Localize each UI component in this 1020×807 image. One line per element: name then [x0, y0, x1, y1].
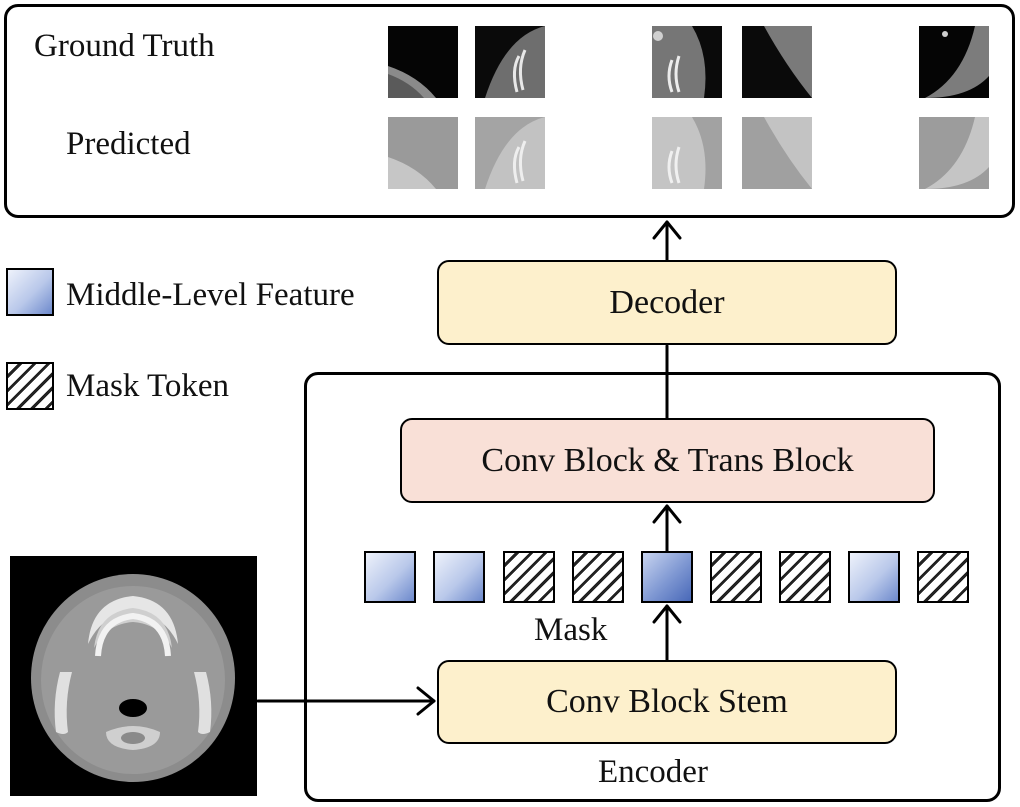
ground-truth-patch-1: [388, 26, 458, 98]
mask-token-9: [917, 551, 969, 603]
conv-trans-label: Conv Block & Trans Block: [481, 441, 854, 479]
reconstruction-panel: [4, 4, 1015, 218]
arrowhead-stem-to-tokens: [652, 604, 682, 624]
predicted-patch-4: [742, 117, 812, 189]
stem-label: Conv Block Stem: [546, 683, 788, 720]
predicted-patch-3: [652, 117, 722, 189]
arrowhead-decoder-to-output: [652, 220, 682, 240]
feature-token-8: [848, 551, 900, 603]
ground-truth-patch-2: [475, 26, 545, 98]
feature-token-5: [641, 551, 693, 603]
legend-mask-swatch: [6, 362, 54, 410]
predicted-label: Predicted: [66, 126, 191, 162]
conv-block-stem: Conv Block Stem: [437, 660, 897, 744]
conv-trans-block: Conv Block & Trans Block: [400, 418, 935, 503]
encoder-container: [304, 372, 1001, 802]
feature-token-2: [433, 551, 485, 603]
mask-token-7: [779, 551, 831, 603]
ground-truth-patch-4: [742, 26, 812, 98]
mask-token-6: [710, 551, 762, 603]
feature-token-1: [364, 551, 416, 603]
encoder-label: Encoder: [598, 754, 708, 790]
legend-feature-label: Middle-Level Feature: [66, 277, 355, 313]
mask-label: Mask: [534, 612, 608, 648]
decoder-label: Decoder: [609, 283, 725, 321]
predicted-patch-2: [475, 117, 545, 189]
ground-truth-label: Ground Truth: [34, 28, 215, 64]
mask-token-3: [503, 551, 555, 603]
predicted-patch-5: [919, 117, 989, 189]
legend-feature-swatch: [6, 268, 54, 316]
arrowhead-input-to-stem: [416, 686, 436, 716]
arrowhead-tokens-to-conv-trans: [652, 504, 682, 524]
legend-mask-label: Mask Token: [66, 368, 229, 404]
ground-truth-patch-3: [652, 26, 722, 98]
input-ct-image: [10, 556, 257, 796]
predicted-patch-1: [388, 117, 458, 189]
mask-token-4: [572, 551, 624, 603]
ground-truth-patch-5: [919, 26, 989, 98]
